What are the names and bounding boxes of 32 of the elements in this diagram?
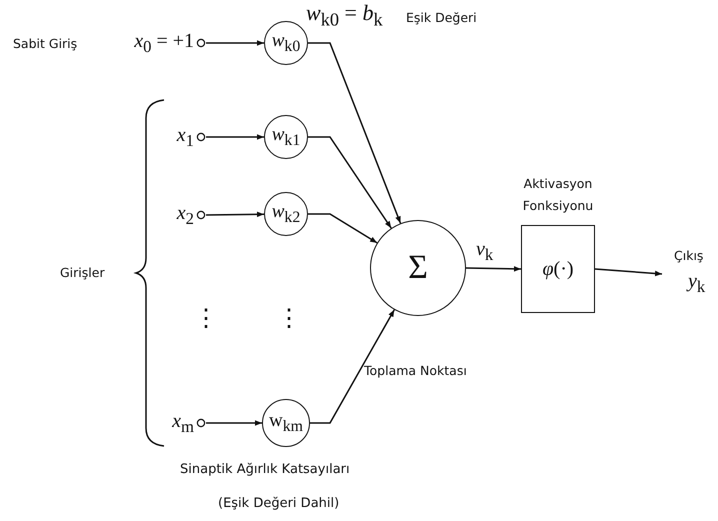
weight-circle: w$_{k1}$ <box>264 115 308 159</box>
annotation: Eşik Değeri <box>406 10 477 25</box>
input-label: x$_{1}$ <box>176 124 194 151</box>
summing-junction: Σ <box>370 220 466 316</box>
annotation: Toplama Noktası <box>364 363 467 378</box>
arrow <box>308 42 402 224</box>
arrow <box>308 213 378 244</box>
input-label: x$_{m}$ <box>172 410 194 437</box>
weight-circle: w$_{km}$ <box>262 399 310 447</box>
equation: w$_{k0}$ = b$_{k}$ <box>306 0 383 30</box>
arrow <box>206 420 262 426</box>
activation-function-box: φ(·) <box>521 225 595 313</box>
weight-circle: w$_{k2}$ <box>264 192 308 236</box>
arrow <box>594 268 662 276</box>
annotation: Girişler <box>60 265 105 280</box>
input-label: x$_{2}$ <box>176 202 194 229</box>
arrow <box>310 309 395 424</box>
ellipsis: ⋮ <box>194 305 218 333</box>
output-label: Çıkış <box>674 248 704 263</box>
arrow <box>206 212 264 218</box>
annotation: Sinaptik Ağırlık Katsayıları <box>180 462 350 477</box>
input-label: x$_{0}$ = +1 <box>134 30 194 57</box>
block-heading: Aktivasyon Fonksiyonu <box>522 175 594 215</box>
annotation: Sabit Giriş <box>13 36 78 51</box>
weight-circle: w$_{k0}$ <box>264 21 308 65</box>
output-symbol: y$_{k}$ <box>688 270 706 297</box>
arrow <box>466 266 522 272</box>
arrow <box>206 134 264 140</box>
arrow <box>206 40 264 46</box>
arrow <box>308 136 392 229</box>
annotation: (Eşik Değeri Dahil) <box>218 496 340 511</box>
ellipsis: ⋮ <box>277 305 301 333</box>
